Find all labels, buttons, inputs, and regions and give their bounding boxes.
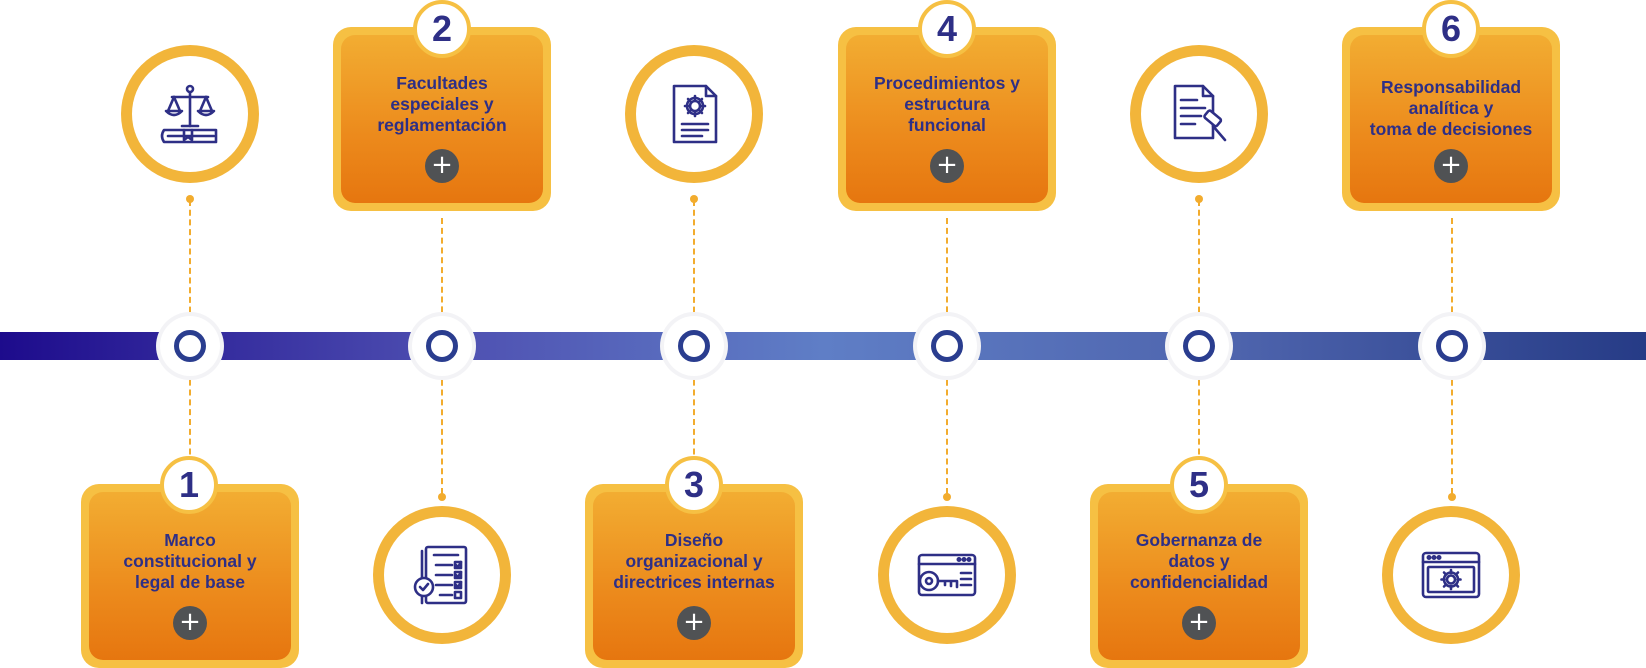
document-gavel-icon xyxy=(1173,84,1227,142)
timeline-node-4[interactable] xyxy=(917,316,977,376)
document-gear-icon xyxy=(672,84,718,144)
timeline-node-2[interactable] xyxy=(412,316,472,376)
connector-line xyxy=(441,218,443,332)
connector-dot xyxy=(186,195,194,203)
step-5-label: Gobernanza de datos y confidencialidad xyxy=(1129,530,1269,592)
scales-of-justice-book-icon xyxy=(160,84,218,144)
step-6-icon-badge xyxy=(1382,506,1520,644)
step-2-expand-button[interactable]: + xyxy=(425,149,459,183)
connector-line xyxy=(946,360,948,494)
timeline-node-6[interactable] xyxy=(1422,316,1482,376)
connector-line xyxy=(693,360,695,484)
step-3-card[interactable]: Diseño organizacional y directrices inte… xyxy=(585,484,803,668)
step-6-label: Responsabilidad analítica y toma de deci… xyxy=(1369,77,1533,139)
connector-line xyxy=(693,200,695,332)
step-4-number: 4 xyxy=(918,0,976,58)
step-1-expand-button[interactable]: + xyxy=(173,606,207,640)
step-3-label: Diseño organizacional y directrices inte… xyxy=(613,530,775,592)
step-4-label: Procedimientos y estructura funcional xyxy=(874,73,1020,135)
checklist-document-icon xyxy=(413,545,468,605)
step-5-card[interactable]: Gobernanza de datos y confidencialidad + xyxy=(1090,484,1308,668)
connector-dot xyxy=(943,493,951,501)
timeline-bar xyxy=(0,332,1646,360)
step-4-icon-badge xyxy=(878,506,1016,644)
step-1-card[interactable]: Marco constitucional y legal de base + xyxy=(81,484,299,668)
step-5-expand-button[interactable]: + xyxy=(1182,606,1216,640)
browser-gear-icon xyxy=(1421,551,1481,599)
step-2-label: Facultades especiales y reglamentación xyxy=(377,73,507,135)
connector-dot xyxy=(690,195,698,203)
step-3-number: 3 xyxy=(665,456,723,514)
step-3-expand-button[interactable]: + xyxy=(677,606,711,640)
browser-key-icon xyxy=(917,553,977,597)
connector-dot xyxy=(1448,493,1456,501)
connector-line xyxy=(441,360,443,494)
timeline-node-1[interactable] xyxy=(160,316,220,376)
step-1-number: 1 xyxy=(160,456,218,514)
timeline-node-3[interactable] xyxy=(664,316,724,376)
step-5-icon-badge xyxy=(1130,45,1268,183)
connector-line xyxy=(1451,218,1453,332)
connector-line xyxy=(1451,360,1453,494)
connector-line xyxy=(946,218,948,332)
connector-dot xyxy=(438,493,446,501)
connector-line xyxy=(1198,200,1200,332)
step-5-number: 5 xyxy=(1170,456,1228,514)
connector-line xyxy=(189,200,191,332)
connector-dot xyxy=(1195,195,1203,203)
connector-line xyxy=(189,360,191,484)
connector-line xyxy=(1198,360,1200,484)
step-6-number: 6 xyxy=(1422,0,1480,58)
step-3-icon-badge xyxy=(625,45,763,183)
timeline-node-5[interactable] xyxy=(1169,316,1229,376)
step-2-number: 2 xyxy=(413,0,471,58)
step-1-label: Marco constitucional y legal de base xyxy=(123,530,257,592)
step-2-icon-badge xyxy=(373,506,511,644)
step-1-icon-badge xyxy=(121,45,259,183)
step-6-expand-button[interactable]: + xyxy=(1434,149,1468,183)
step-4-expand-button[interactable]: + xyxy=(930,149,964,183)
